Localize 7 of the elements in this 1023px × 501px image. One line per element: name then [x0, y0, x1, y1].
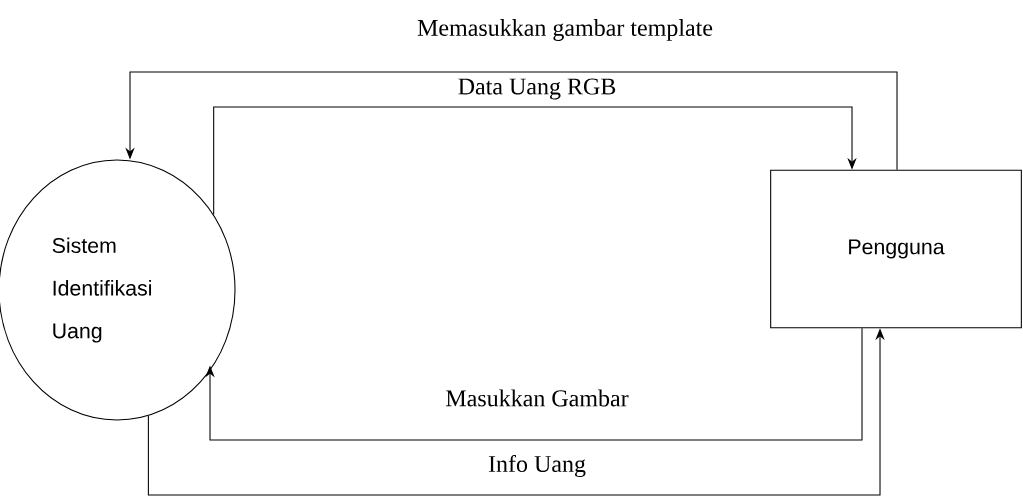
entity-box: Pengguna [770, 169, 1022, 329]
arrow [213, 106, 857, 215]
edge-label: Memasukkan gambar template [415, 17, 715, 43]
arrow [205, 327, 863, 441]
edge-label: Masukkan Gambar [444, 388, 630, 408]
edge-label: Data Uang RGB [456, 77, 618, 101]
edge-label: Info Uang [486, 453, 588, 479]
